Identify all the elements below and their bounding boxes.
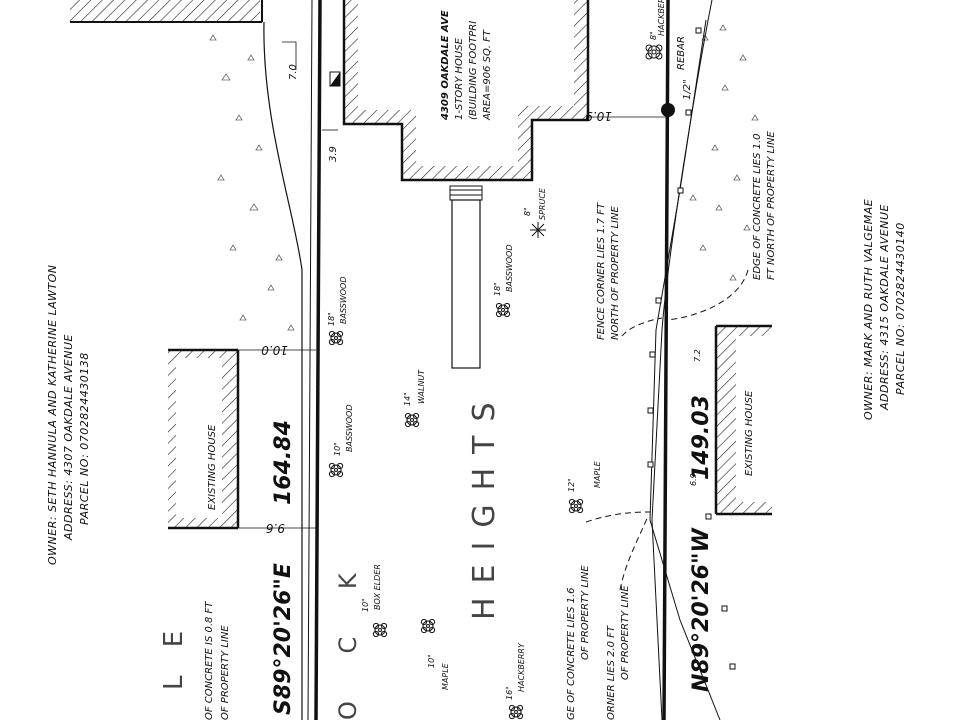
spruce-icon	[530, 222, 546, 238]
existing-house-label-east: EXISTING HOUSE	[744, 390, 755, 476]
bearing-east: N89°20'26"W	[689, 527, 714, 692]
tree-label-size: 8"	[523, 207, 532, 216]
house-line-1: 1-STORY HOUSE	[454, 37, 465, 120]
tree-label-size: 18"	[493, 282, 502, 296]
note-edge-concrete-1-6-b: OF PROPERTY LINE	[580, 565, 591, 660]
note-fence-2-0-b: OF PROPERTY LINE	[620, 585, 631, 680]
note-concrete-0-8-a: OF CONCRETE IS 0.8 FT	[204, 601, 215, 720]
existing-house-east	[714, 324, 772, 516]
front-steps	[449, 185, 483, 201]
owner-west-name: OWNER: SETH HANNULA AND KATHERINE LAWTON	[46, 264, 59, 565]
dimension-labels: 7.0 3.9 10.9 10.0 9.6 7.2 6.9	[238, 41, 702, 535]
note-fence-2-0-a: ORNER LIES 2.0 FT	[606, 625, 617, 720]
dim-6-9: 6.9	[689, 473, 698, 486]
owner-block-west: OWNER: SETH HANNULA AND KATHERINE LAWTON…	[46, 264, 91, 565]
tree-label-size: 12"	[567, 478, 576, 492]
owner-east-parcel: PARCEL NO: 0702824430140	[894, 222, 907, 395]
plat-oak-fragment: O C K	[334, 553, 362, 720]
house-address: 4309 OAKDALE AVE	[440, 10, 451, 121]
corner-marker-fill	[330, 72, 340, 86]
walkway	[451, 199, 481, 369]
dim-7-2: 7.2	[693, 349, 702, 362]
tree-label-species: HACKBERRY	[657, 0, 666, 36]
tree-label-species: HACKBERRY	[517, 642, 526, 692]
tree-icon	[645, 44, 663, 60]
dim-3-9: 3.9	[328, 146, 339, 162]
tree-label-size: 18"	[327, 312, 336, 326]
notes: FENCE CORNER LIES 1.7 FT NORTH OF PROPER…	[204, 131, 777, 720]
dim-10-9: 10.9	[585, 109, 612, 123]
tree-label-species: BASSWOOD	[505, 245, 514, 293]
existing-house-west	[168, 348, 240, 530]
note-fence-corner-1-7-a: FENCE CORNER LIES 1.7 FT	[596, 202, 607, 340]
bearing-east-distance: 149.03	[689, 395, 714, 480]
tree-icon	[404, 412, 420, 428]
tree-icon	[372, 622, 388, 638]
tree-label-species: MAPLE	[593, 460, 602, 488]
note-edge-concrete-1-0-a: EDGE OF CONCRETE LIES 1.0	[752, 133, 763, 280]
rebar-marker	[661, 103, 675, 117]
dim-10-0: 10.0	[261, 343, 288, 357]
tree-labels: 8" HACKBERRY 8" SPRUCE 18" BASSWOOD 18" …	[327, 0, 666, 700]
tree-label-species: BASSWOOD	[339, 277, 348, 325]
rebar-size: 1/2"	[682, 79, 693, 100]
tree-icon	[420, 618, 436, 634]
owner-east-address: ADDRESS: 4315 OAKDALE AVENUE	[878, 204, 891, 411]
plat-west-fragment: L E	[159, 621, 189, 690]
dim-9-6: 9.6	[266, 521, 285, 535]
note-edge-concrete-1-6-a: GE OF CONCRETE LIES 1.6	[566, 587, 577, 720]
tree-label-species: MAPLE	[441, 662, 450, 690]
owner-west-address: ADDRESS: 4307 OAKDALE AVENUE	[62, 334, 75, 541]
neighbor-hatch-top-left	[70, 0, 263, 23]
tree-label-size: 16"	[505, 686, 514, 700]
note-concrete-0-8-b: OF PROPERTY LINE	[220, 625, 231, 720]
tree-icon	[508, 704, 524, 720]
tree-label-species: BOX ELDER	[373, 564, 382, 610]
plat-lettering: HEIGHTS O C K L E	[159, 388, 502, 720]
bearing-west-distance: 164.84	[271, 420, 296, 505]
owner-east-name: OWNER: MARK AND RUTH VALGEMAE	[862, 199, 875, 420]
tree-icon	[328, 462, 344, 478]
tree-label-size: 10"	[333, 442, 342, 456]
bearing-west: S89°20'26"E	[271, 563, 296, 715]
subject-house-footprint	[342, 0, 590, 182]
rebar-label: REBAR	[676, 36, 687, 70]
property-line-west	[263, 0, 322, 720]
dim-7-0: 7.0	[288, 64, 299, 80]
tree-label-size: 8"	[649, 31, 658, 40]
note-fence-corner-1-7-b: NORTH OF PROPERTY LINE	[610, 206, 621, 340]
tree-icon	[568, 498, 584, 514]
tree-label-species: BASSWOOD	[345, 405, 354, 453]
tree-label-species: WALNUT	[417, 369, 426, 404]
tree-label-size: 14"	[403, 392, 412, 406]
house-line-3: AREA=906 SQ. FT	[482, 29, 493, 121]
owner-block-east: OWNER: MARK AND RUTH VALGEMAE ADDRESS: 4…	[862, 199, 907, 420]
note-edge-concrete-1-0-b: FT NORTH OF PROPERTY LINE	[766, 131, 777, 280]
tree-symbols	[328, 44, 663, 720]
house-line-2: (BUILDING FOOTPRI	[468, 21, 479, 120]
concrete-stipple-west	[209, 24, 759, 331]
house-label: 4309 OAKDALE AVE 1-STORY HOUSE (BUILDING…	[440, 10, 493, 121]
tree-icon	[495, 302, 511, 318]
existing-house-label-west: EXISTING HOUSE	[207, 424, 218, 510]
tree-label-size: 10"	[427, 654, 436, 668]
tree-label-size: 10"	[361, 598, 370, 612]
fence-line-east	[647, 19, 736, 720]
tree-icon	[328, 330, 344, 346]
plat-heights: HEIGHTS	[467, 388, 502, 620]
tree-label-species: SPRUCE	[538, 187, 547, 220]
owner-west-parcel: PARCEL NO: 0702824430138	[78, 352, 91, 525]
